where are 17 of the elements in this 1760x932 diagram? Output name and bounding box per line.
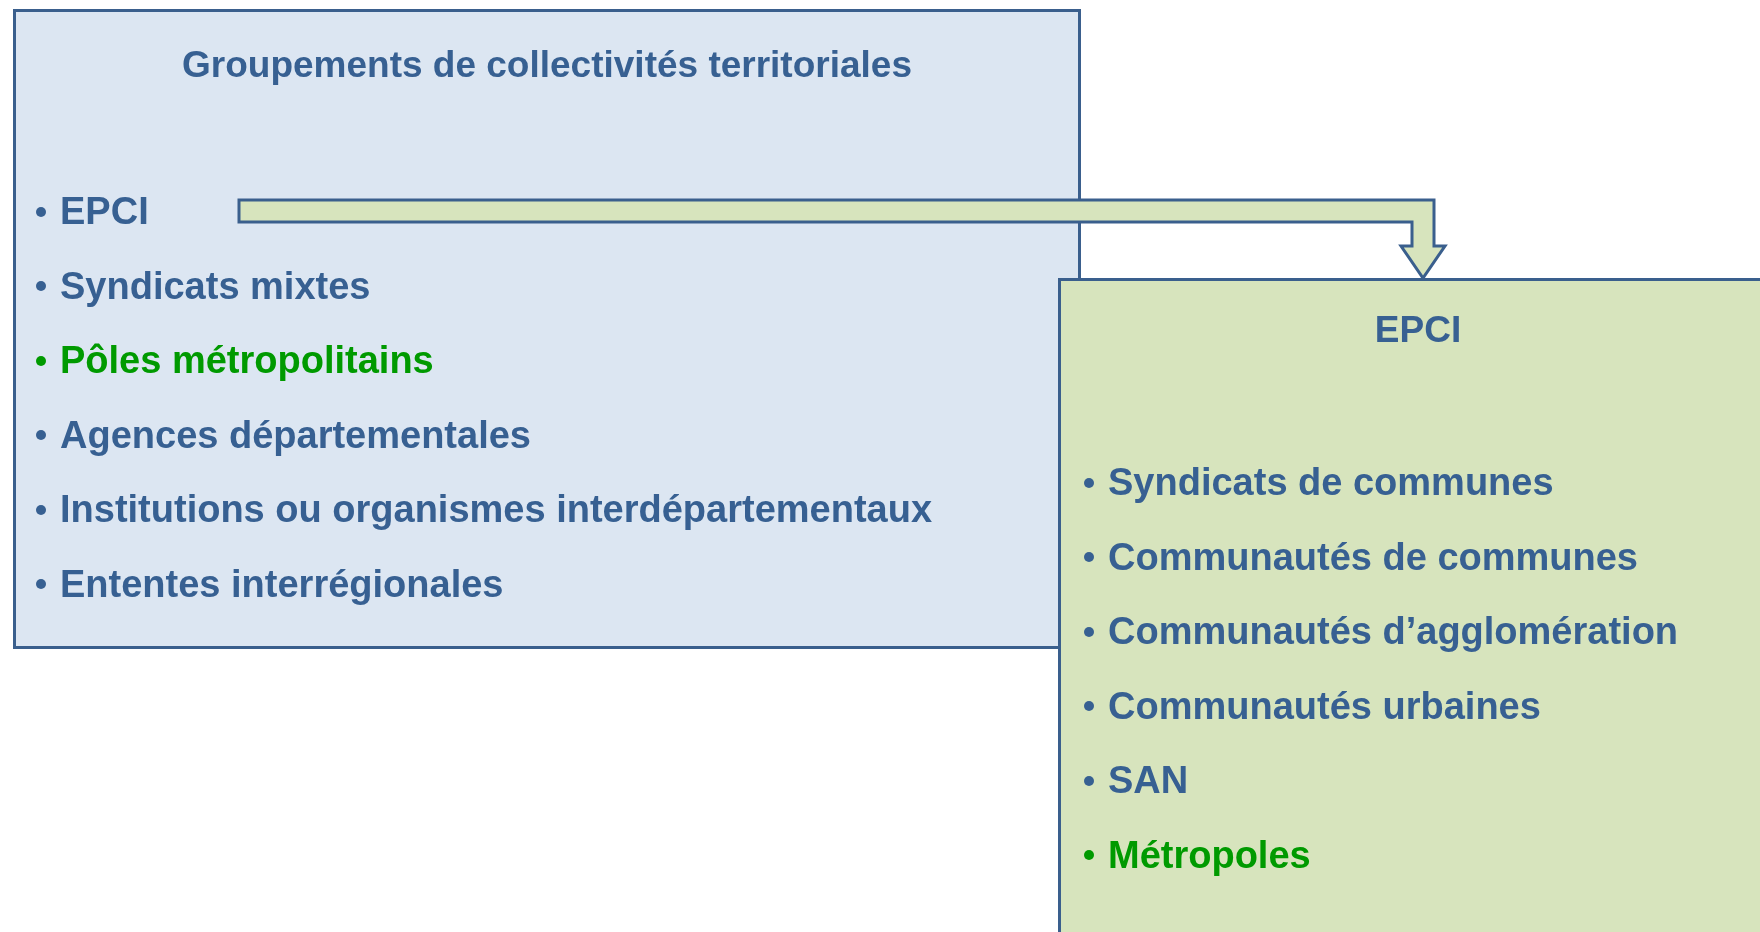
bullet-item: Pôles métropolitains — [34, 339, 434, 382]
group-panel — [1058, 278, 1760, 932]
bullet-item: Syndicats de communes — [1082, 461, 1554, 504]
bullet-item: Communautés de communes — [1082, 535, 1638, 579]
group-panel — [13, 9, 1081, 649]
bullet-item: Agences départementales — [34, 413, 531, 457]
panel-heading: EPCI — [1374, 309, 1462, 350]
bullet-item: Syndicats mixtes — [34, 264, 371, 308]
panel-heading: Groupements de collectivités territoriales — [182, 44, 912, 85]
bullet-item: Communautés urbaines — [1082, 684, 1541, 728]
bullet-item: SAN — [1082, 759, 1189, 802]
bullet-item: Ententes interrégionales — [34, 562, 504, 606]
bullet-item: Institutions ou organismes interdépartementaux — [34, 488, 933, 531]
bullet-item: Communautés d’agglomération — [1082, 610, 1679, 653]
block-arrow — [237, 198, 1448, 281]
bullet-item: Métropoles — [1082, 833, 1311, 877]
bullet-item: EPCI — [34, 190, 149, 233]
